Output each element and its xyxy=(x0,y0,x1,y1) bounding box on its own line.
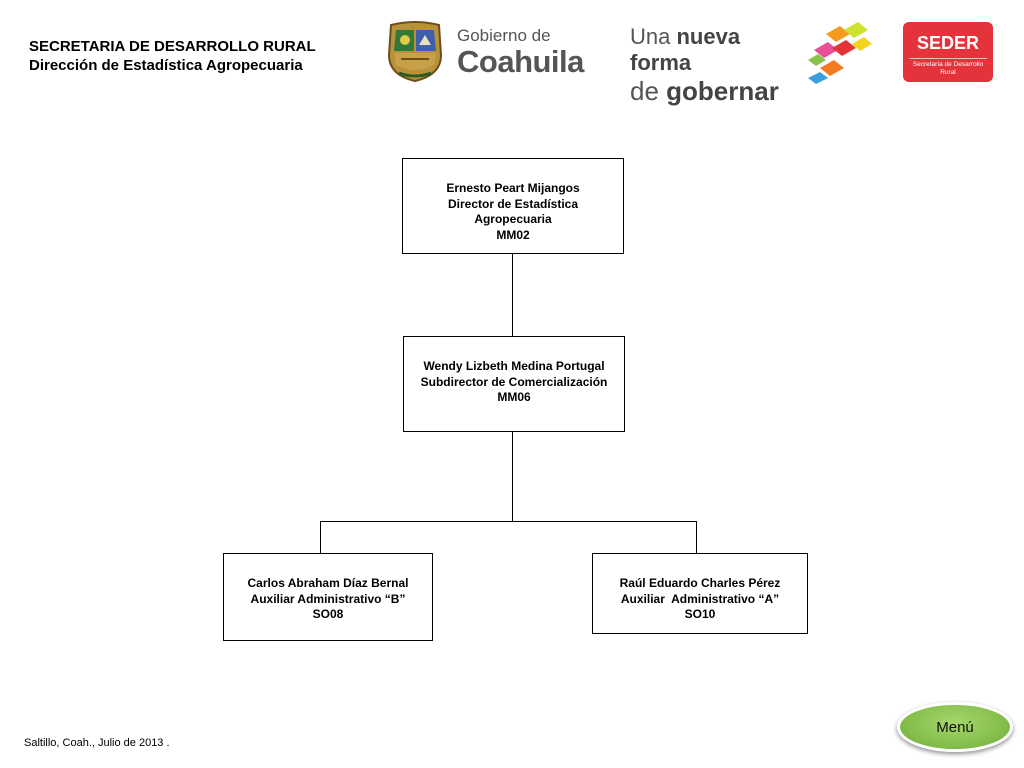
una-text: Una xyxy=(630,24,671,49)
connector-director-subdirector xyxy=(512,254,513,336)
connector-horizontal xyxy=(320,521,697,522)
director-role-line1: Director de Estadística xyxy=(447,196,579,211)
auxiliar-b-code: SO08 xyxy=(312,607,344,621)
seder-title: SEDER xyxy=(916,33,979,53)
nueva-forma-text: nueva forma xyxy=(630,24,741,75)
director-role-line2: Agropecuaria xyxy=(474,212,552,226)
auxiliar-a-code: SO10 xyxy=(684,607,716,621)
director-name: Ernesto Peart Mijangos xyxy=(446,181,580,195)
org-box-director: Ernesto Peart Mijangos Director de Estad… xyxy=(402,158,624,254)
nueva-forma-de-gobernar-logo: Una nueva forma de gobernar xyxy=(630,24,805,106)
org-box-auxiliar-a: Raúl Eduardo Charles Pérez Auxiliar Admi… xyxy=(592,553,808,634)
page-title-line2: Dirección de Estadística Agropecuaria xyxy=(29,57,303,74)
seder-subtitle: Secretaría de Desarrollo Rural xyxy=(912,61,984,76)
coahuila-text: Coahuila xyxy=(457,44,584,79)
subdirector-code: MM06 xyxy=(497,390,531,404)
page-title-line1: SECRETARIA DE DESARROLLO RURAL xyxy=(29,38,316,55)
coahuila-coat-of-arms-logo xyxy=(385,21,445,83)
de-text: de xyxy=(630,76,659,106)
auxiliar-b-role: Auxiliar Administrativo “B” xyxy=(250,591,406,606)
gobierno-de-text: Gobierno de xyxy=(457,26,551,45)
connector-left-drop xyxy=(320,521,321,553)
auxiliar-b-name: Carlos Abraham Díaz Bernal xyxy=(247,576,409,590)
connector-subdirector-down xyxy=(512,432,513,521)
seder-logo: SEDER Secretaría de Desarrollo Rural xyxy=(903,22,993,82)
gobernar-text: gobernar xyxy=(666,76,779,106)
page-title: SECRETARIA DE DESARROLLO RURAL Dirección… xyxy=(29,37,316,75)
connector-right-drop xyxy=(696,521,697,553)
auxiliar-a-name: Raúl Eduardo Charles Pérez xyxy=(619,576,781,590)
gobierno-de-coahuila-logo: Gobierno de Coahuila xyxy=(457,26,602,82)
auxiliar-a-role: Auxiliar Administrativo “A” xyxy=(620,591,780,606)
menu-button-label: Menú xyxy=(936,718,974,736)
org-box-subdirector: Wendy Lizbeth Medina Portugal Subdirecto… xyxy=(403,336,625,432)
org-box-auxiliar-b: Carlos Abraham Díaz Bernal Auxiliar Admi… xyxy=(223,553,433,641)
footer-location-date: Saltillo, Coah., Julio de 2013 . xyxy=(24,737,170,749)
colored-tiles-icon xyxy=(806,20,872,84)
subdirector-name: Wendy Lizbeth Medina Portugal xyxy=(423,359,605,373)
menu-button[interactable]: Menú xyxy=(897,702,1013,752)
subdirector-role: Subdirector de Comercialización xyxy=(420,374,608,389)
director-code: MM02 xyxy=(496,227,530,242)
